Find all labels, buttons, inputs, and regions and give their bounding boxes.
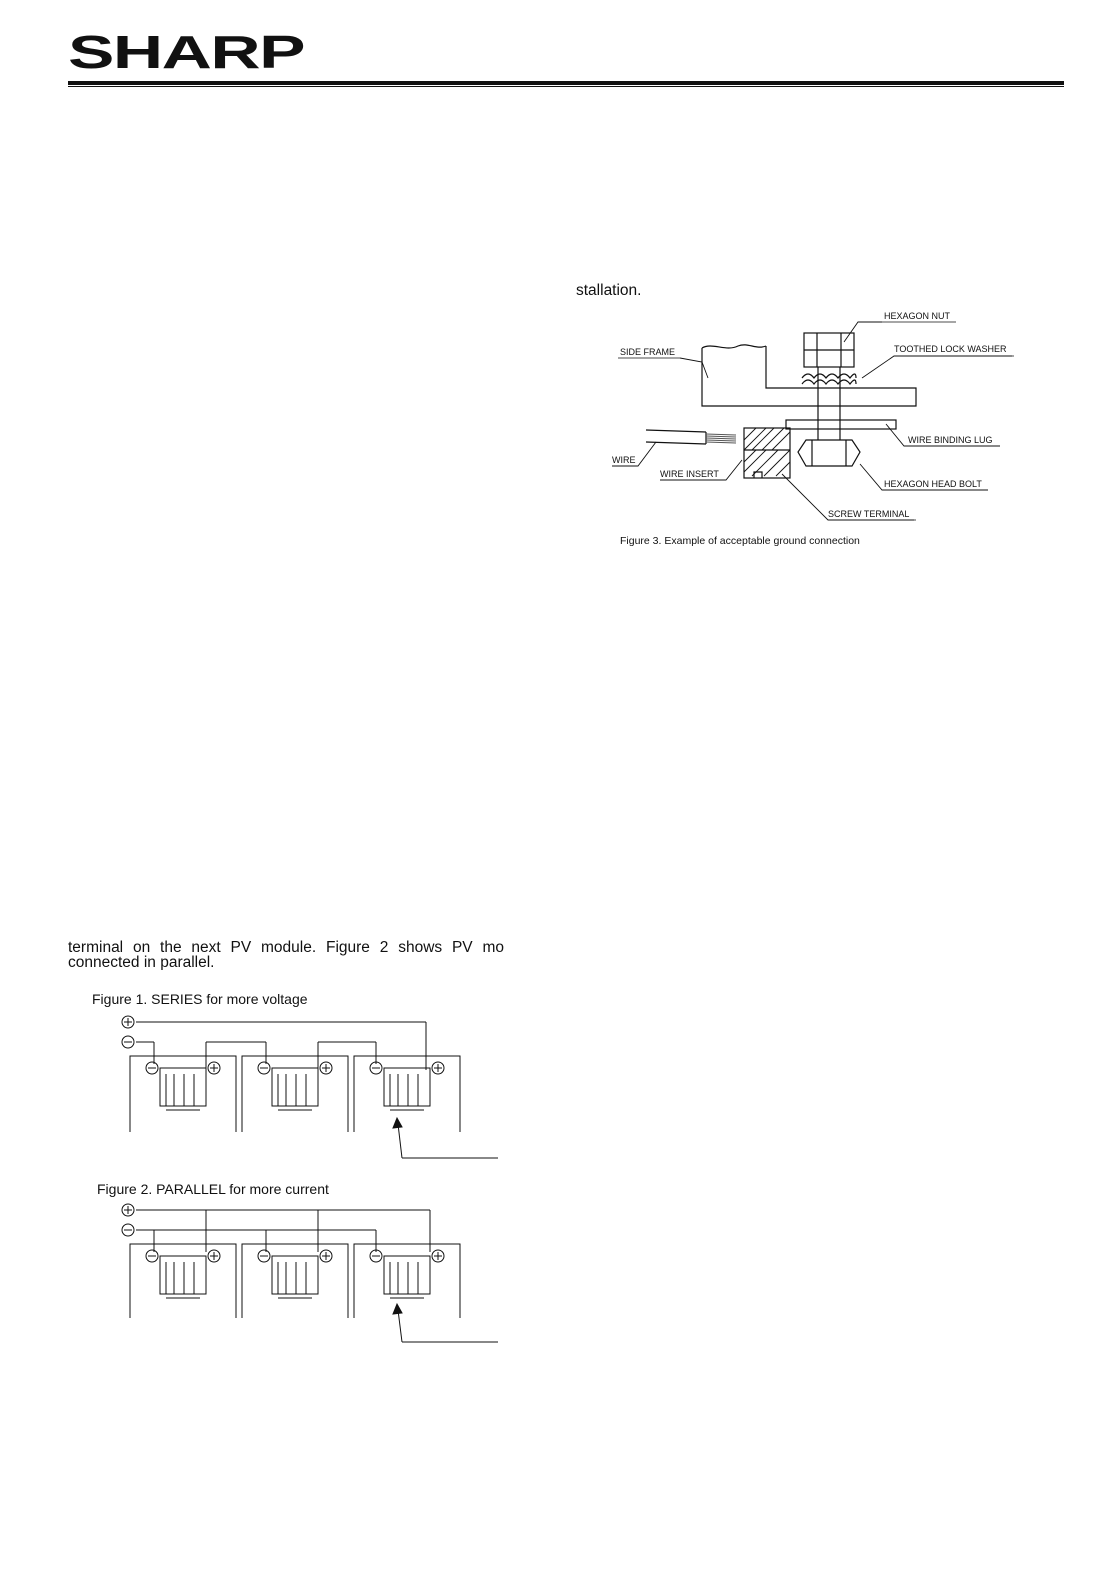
paragraph-line-2: connected in parallel. bbox=[68, 954, 215, 970]
label-wire-insert: WIRE INSERT bbox=[660, 469, 719, 479]
label-hexagon-head-bolt: HEXAGON HEAD BOLT bbox=[884, 479, 982, 489]
figure-1-title: Figure 1. SERIES for more voltage bbox=[92, 991, 308, 1007]
figure-2-title: Figure 2. PARALLEL for more current bbox=[97, 1181, 329, 1197]
label-hexagon-nut: HEXAGON NUT bbox=[884, 311, 951, 321]
figure-1-series-diagram bbox=[108, 1012, 508, 1164]
parallel-paragraph: terminal on the next PV module. Figure 2… bbox=[68, 940, 504, 970]
label-wire-binding-lug: WIRE BINDING LUG bbox=[908, 435, 993, 445]
figure-3-caption: Figure 3. Example of acceptable ground c… bbox=[620, 535, 860, 547]
label-wire: WIRE bbox=[612, 455, 636, 465]
label-side-frame: SIDE FRAME bbox=[620, 347, 675, 357]
header-rule-thick bbox=[68, 81, 1064, 85]
sharp-logo: SHARP bbox=[68, 30, 308, 74]
logo-text: SHARP bbox=[68, 30, 304, 74]
label-screw-terminal: SCREW TERMINAL bbox=[828, 509, 909, 519]
figure-3-ground-connection: HEXAGON NUT TOOTHED LOCK WASHER SIDE FRA… bbox=[576, 300, 1036, 555]
label-toothed-lock-washer: TOOTHED LOCK WASHER bbox=[894, 344, 1007, 354]
paragraph-line-1: terminal on the next PV module. Figure 2… bbox=[68, 940, 504, 956]
header-rule-thin bbox=[68, 86, 1064, 87]
figure-2-parallel-diagram bbox=[108, 1200, 508, 1350]
installation-fragment: stallation. bbox=[576, 282, 642, 299]
